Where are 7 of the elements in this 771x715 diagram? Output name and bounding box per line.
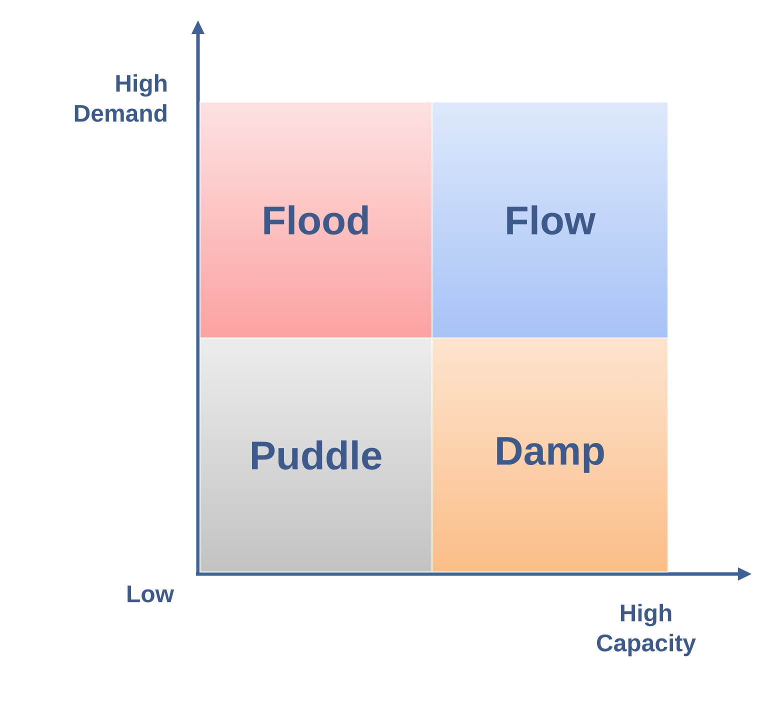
quadrant-box: Flood bbox=[200, 102, 432, 338]
quadrant-box: Damp bbox=[432, 338, 668, 572]
axis-label: High Capacity bbox=[597, 604, 696, 656]
axis-label: High Demand bbox=[74, 74, 167, 122]
quadrant-box: Puddle bbox=[200, 338, 432, 572]
axis-label: Low bbox=[128, 586, 174, 602]
quadrant-box: Flow bbox=[432, 102, 668, 338]
